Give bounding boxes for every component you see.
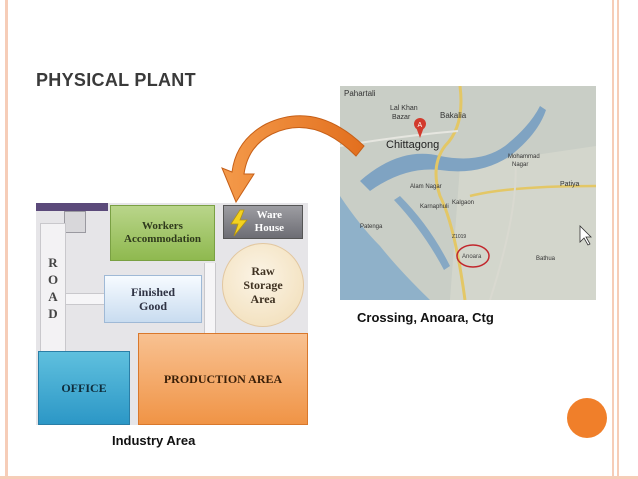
anoara-highlight-circle xyxy=(456,244,490,268)
curved-arrow-icon xyxy=(221,115,365,204)
slide-left-border xyxy=(5,0,8,479)
svg-text:Karnaphuli: Karnaphuli xyxy=(420,204,449,210)
svg-text:Chittagong: Chittagong xyxy=(386,139,439,151)
road-letter: R xyxy=(48,255,58,270)
cursor-icon xyxy=(579,225,592,246)
ware-label: Ware xyxy=(256,209,283,221)
svg-text:Bakalia: Bakalia xyxy=(440,111,467,120)
workers-label: Workers xyxy=(142,220,183,232)
svg-text:Alam Nagar: Alam Nagar xyxy=(410,184,442,190)
slide-bottom-border xyxy=(0,476,638,479)
house-label: House xyxy=(254,222,284,234)
good-label: Good xyxy=(138,299,167,313)
svg-text:Patenga: Patenga xyxy=(360,224,383,230)
accommodation-label: Accommodation xyxy=(124,233,201,245)
svg-text:Anoara: Anoara xyxy=(462,254,482,260)
office-block: OFFICE xyxy=(38,351,130,425)
slide-title: PHYSICAL PLANT xyxy=(36,70,196,90)
svg-text:Nagar: Nagar xyxy=(512,162,528,168)
plant-caption: Industry Area xyxy=(112,433,196,448)
layout-corner-square xyxy=(64,211,86,233)
decorative-orange-circle xyxy=(567,398,607,438)
svg-text:Bathua: Bathua xyxy=(536,256,556,262)
svg-text:Mohammad: Mohammad xyxy=(508,154,540,160)
layout-top-bar xyxy=(36,203,108,211)
road-connector xyxy=(66,293,106,305)
finished-good-block: Finished Good xyxy=(104,275,202,323)
warehouse-block: Ware House xyxy=(223,205,303,239)
area-label: Area xyxy=(250,292,276,306)
map-caption: Crossing, Anoara, Ctg xyxy=(357,310,494,325)
svg-text:Patiya: Patiya xyxy=(560,181,580,188)
svg-text:Bazar: Bazar xyxy=(392,114,411,121)
production-area-block: PRODUCTION AREA xyxy=(138,333,308,425)
workers-accommodation-block: Workers Accommodation xyxy=(110,205,215,261)
raw-storage-area-block: Raw Storage Area xyxy=(222,243,304,327)
svg-text:A: A xyxy=(418,122,423,129)
raw-label: Raw xyxy=(251,264,275,278)
svg-text:Z1019: Z1019 xyxy=(452,234,466,240)
storage-label: Storage xyxy=(243,278,283,292)
road-letter: O xyxy=(47,272,59,287)
svg-text:Lal Khan: Lal Khan xyxy=(390,105,418,112)
location-map: A Pahartali Lal Khan Bazar Bakalia Chitt… xyxy=(340,86,596,300)
road-letter: A xyxy=(48,289,58,304)
slide-right-border xyxy=(612,0,614,479)
plant-layout-diagram: R O A D Workers Accommodation Ware House… xyxy=(36,203,308,425)
vertical-connector xyxy=(204,263,216,333)
lightning-bolt-icon xyxy=(230,209,248,237)
map-graphic: A Pahartali Lal Khan Bazar Bakalia Chitt… xyxy=(340,86,596,300)
road-letter: D xyxy=(48,306,58,321)
svg-text:Kalgaon: Kalgaon xyxy=(452,200,474,206)
road-block: R O A D xyxy=(40,223,66,353)
svg-text:Pahartali: Pahartali xyxy=(344,89,376,98)
finished-label: Finished xyxy=(130,285,175,299)
slide-right-border-inner xyxy=(617,0,619,479)
